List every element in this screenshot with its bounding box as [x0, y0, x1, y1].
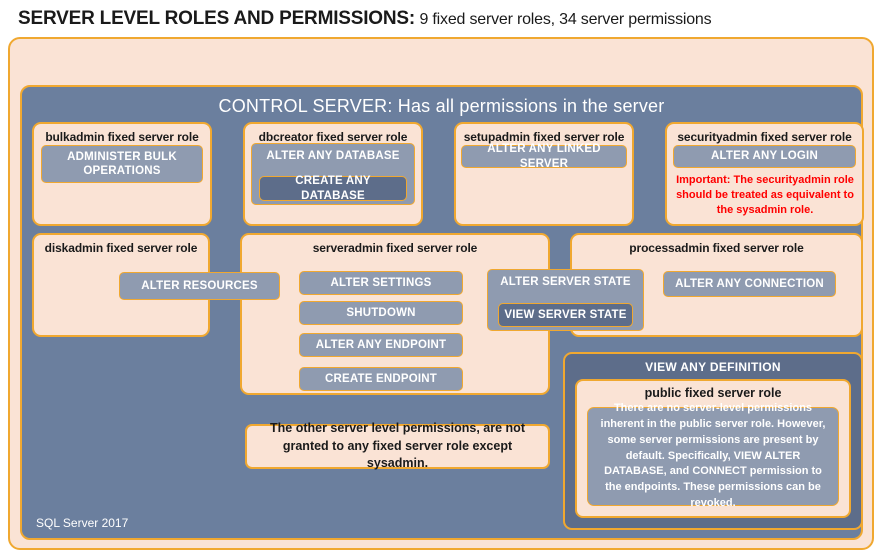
permission-alter-any-endpoint[interactable]: ALTER ANY ENDPOINT	[299, 333, 463, 357]
securityadmin-warning-note: Important: The securityadmin role should…	[676, 174, 854, 216]
permission-shutdown[interactable]: SHUTDOWN	[299, 301, 463, 325]
permission-alter-any-login[interactable]: ALTER ANY LOGIN	[673, 145, 856, 168]
role-card-public: public fixed server role There are no se…	[575, 379, 851, 518]
control-server-label: CONTROL SERVER: Has all permissions in t…	[218, 96, 665, 116]
page-title-sub: 9 fixed server roles, 34 server permissi…	[419, 11, 712, 28]
role-title-securityadmin: securityadmin fixed server role	[677, 130, 852, 144]
permission-create-any-database[interactable]: CREATE ANY DATABASE	[259, 175, 407, 202]
role-title-processadmin: processadmin fixed server role	[629, 241, 804, 255]
permission-view-any-definition[interactable]: VIEW ANY DEFINITION public fixed server …	[563, 352, 863, 530]
product-version-label: SQL Server 2017	[36, 516, 129, 530]
permission-alter-resources[interactable]: ALTER RESOURCES	[119, 272, 280, 300]
permission-alter-any-connection[interactable]: ALTER ANY CONNECTION	[663, 271, 836, 297]
page-title: SERVER LEVEL ROLES AND PERMISSIONS: 9 fi…	[18, 8, 868, 30]
permission-alter-settings[interactable]: ALTER SETTINGS	[299, 271, 463, 295]
permission-administer-bulk-operations[interactable]: ADMINISTER BULK OPERATIONS	[41, 145, 203, 183]
permission-create-endpoint[interactable]: CREATE ENDPOINT	[299, 367, 463, 391]
role-title-bulkadmin: bulkadmin fixed server role	[45, 130, 199, 144]
role-title-public: public fixed server role	[644, 386, 782, 400]
public-role-description: There are no server-level permissions in…	[587, 402, 839, 509]
role-title-diskadmin: diskadmin fixed server role	[44, 241, 198, 255]
permission-view-server-state[interactable]: VIEW SERVER STATE	[498, 303, 633, 327]
role-card-setupadmin: setupadmin fixed server role	[454, 122, 634, 226]
role-card-securityadmin: securityadmin fixed server role	[665, 122, 864, 226]
role-title-dbcreator: dbcreator fixed server role	[258, 130, 408, 144]
role-title-setupadmin: setupadmin fixed server role	[463, 130, 625, 144]
role-title-serveradmin: serveradmin fixed server role	[312, 241, 478, 255]
page-title-main: SERVER LEVEL ROLES AND PERMISSIONS:	[18, 8, 416, 29]
note-other-permissions: The other server level permissions, are …	[245, 421, 550, 470]
permission-alter-any-linked-server[interactable]: ALTER ANY LINKED SERVER	[461, 143, 627, 170]
view-any-definition-label: VIEW ANY DEFINITION	[645, 360, 781, 374]
